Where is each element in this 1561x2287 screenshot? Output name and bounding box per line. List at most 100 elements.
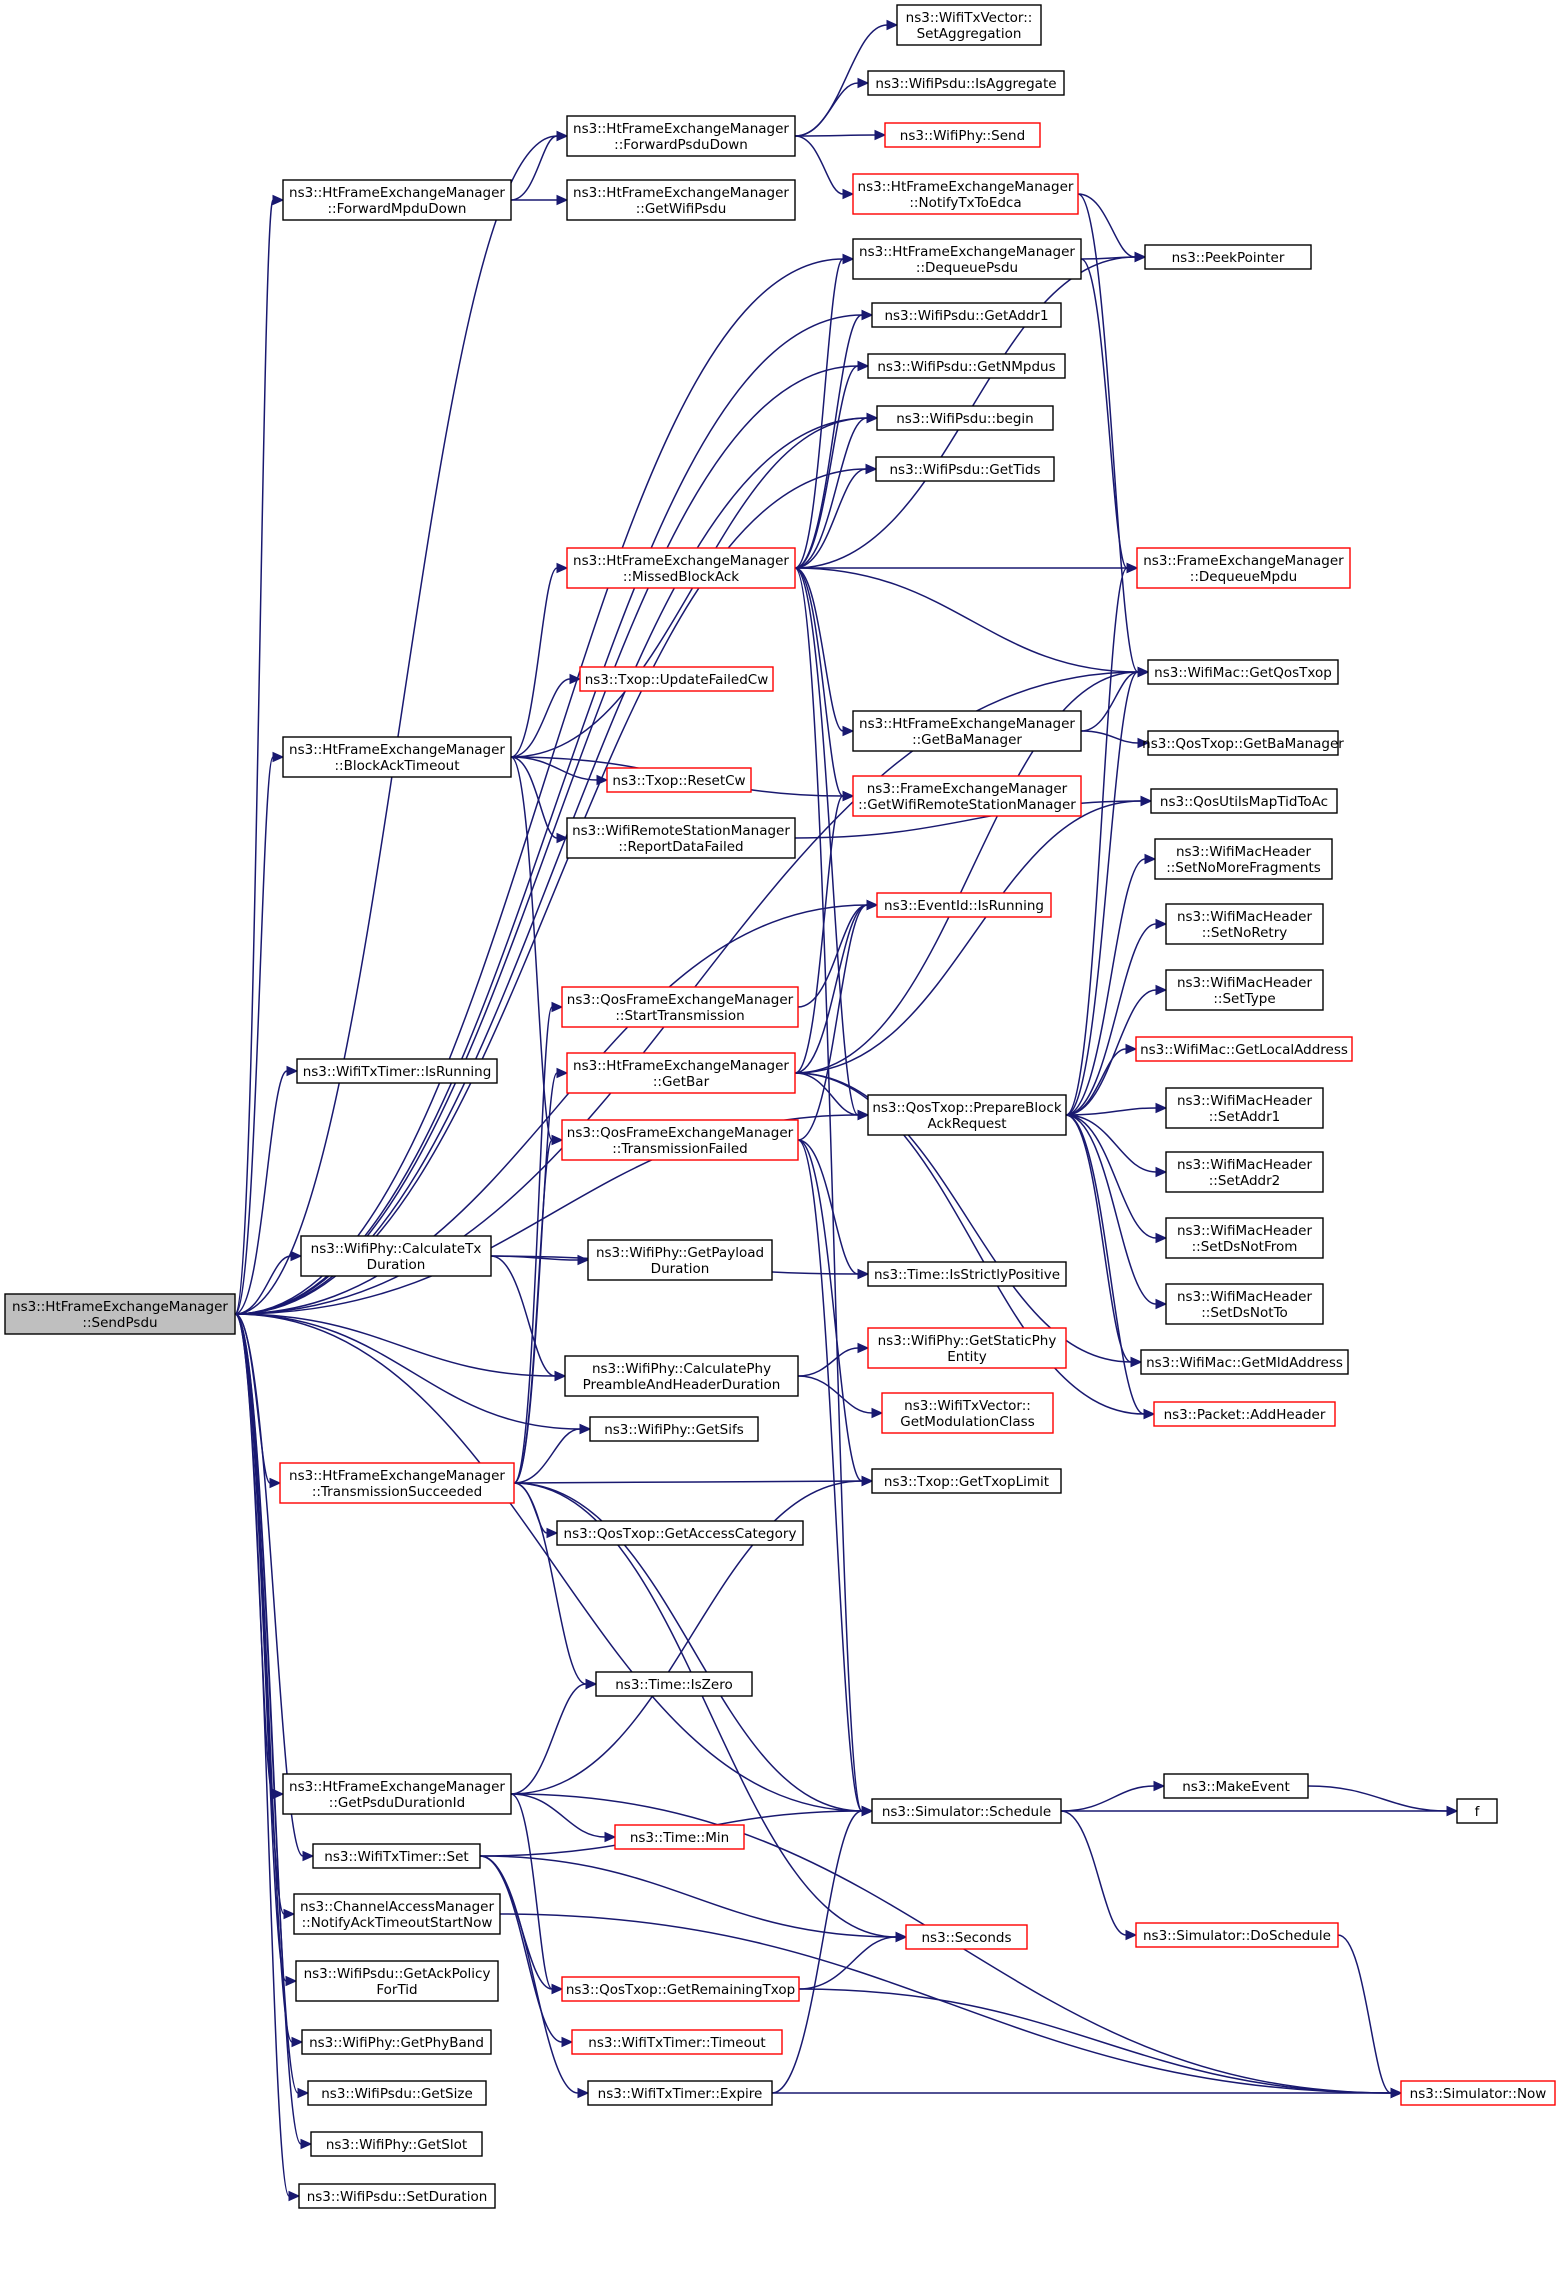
edge-blockacktimeout-to-txfailed	[510, 756, 553, 1141]
node-fwdmpdu[interactable]: ns3::HtFrameExchangeManager::ForwardMpdu…	[282, 179, 512, 221]
node-getlocaladdr[interactable]: ns3::WifiMac::GetLocalAddress	[1135, 1036, 1353, 1062]
node-getwrsm[interactable]: ns3::FrameExchangeManager::GetWifiRemote…	[852, 775, 1082, 817]
node-strictlypos[interactable]: ns3::Time::IsStrictlyPositive	[867, 1261, 1067, 1287]
node-updatefailedcw[interactable]: ns3::Txop::UpdateFailedCw	[579, 666, 774, 692]
edge-txfailed-to-strictlypos	[797, 1139, 859, 1275]
node-getsize[interactable]: ns3::WifiPsdu::GetSize	[307, 2080, 487, 2106]
node-timeout[interactable]: ns3::WifiTxTimer::Timeout	[571, 2029, 783, 2055]
node-reportdatafailed[interactable]: ns3::WifiRemoteStationManager::ReportDat…	[566, 817, 796, 859]
edge-calcpreamble-to-getmodclass	[797, 1375, 873, 1414]
node-isagg[interactable]: ns3::WifiPsdu::IsAggregate	[867, 70, 1065, 96]
node-gettids[interactable]: ns3::WifiPsdu::GetTids	[875, 456, 1055, 482]
edge-getremtxop-to-seconds	[798, 1936, 897, 1990]
node-label: ns3::PeekPointer	[1172, 250, 1285, 266]
node-box	[312, 1843, 481, 1869]
node-label: Entity	[947, 1349, 986, 1365]
node-settype[interactable]: ns3::WifiMacHeader::SetType	[1165, 969, 1324, 1011]
node-eventisrunning[interactable]: ns3::EventId::IsRunning	[876, 892, 1052, 918]
node-getbar[interactable]: ns3::HtFrameExchangeManager::GetBar	[566, 1052, 796, 1094]
arrowhead-preparebar-to-setaddr1	[1155, 1102, 1168, 1114]
node-timerisrunning[interactable]: ns3::WifiTxTimer::IsRunning	[296, 1058, 498, 1084]
node-iszero[interactable]: ns3::Time::IsZero	[595, 1671, 753, 1697]
arrowhead-blockacktimeout-to-resetcw	[596, 774, 609, 786]
node-simnow[interactable]: ns3::Simulator::Now	[1400, 2080, 1556, 2106]
node-physend[interactable]: ns3::WifiPhy::Send	[884, 122, 1041, 148]
node-blockacktimeout[interactable]: ns3::HtFrameExchangeManager::BlockAckTim…	[282, 736, 512, 778]
node-begin[interactable]: ns3::WifiPsdu::begin	[876, 405, 1054, 431]
node-setnoretry[interactable]: ns3::WifiMacHeader::SetNoRetry	[1165, 903, 1324, 945]
node-getphyband[interactable]: ns3::WifiPhy::GetPhyBand	[301, 2029, 492, 2055]
node-gettxoplimit[interactable]: ns3::Txop::GetTxopLimit	[871, 1468, 1062, 1494]
arrowhead-calctxdur-to-getpayloaddur	[577, 1254, 590, 1266]
node-expire[interactable]: ns3::WifiTxTimer::Expire	[587, 2080, 773, 2106]
arrowhead-preparebar-to-getmldaddr	[1130, 1356, 1143, 1368]
node-f[interactable]: f	[1456, 1798, 1498, 1824]
node-missedback[interactable]: ns3::HtFrameExchangeManager::MissedBlock…	[566, 547, 796, 589]
node-getnmpdus[interactable]: ns3::WifiPsdu::GetNMpdus	[867, 353, 1066, 379]
node-setaddr2[interactable]: ns3::WifiMacHeader::SetAddr2	[1165, 1151, 1324, 1193]
node-box	[1165, 903, 1324, 945]
node-qosstarttx[interactable]: ns3::QosFrameExchangeManager::StartTrans…	[561, 986, 799, 1028]
edge-txsucceeded-to-qosstarttx	[513, 1006, 553, 1484]
node-getremtxop[interactable]: ns3::QosTxop::GetRemainingTxop	[561, 1976, 800, 2002]
node-getwifipsdu[interactable]: ns3::HtFrameExchangeManager::GetWifiPsdu	[566, 179, 796, 221]
node-label: ns3::WifiMac::GetLocalAddress	[1140, 1042, 1348, 1058]
node-setdsnotfrom[interactable]: ns3::WifiMacHeader::SetDsNotFrom	[1165, 1217, 1324, 1259]
node-getslot[interactable]: ns3::WifiPhy::GetSlot	[310, 2131, 483, 2157]
node-box	[884, 122, 1041, 148]
node-resetcw[interactable]: ns3::Txop::ResetCw	[606, 767, 752, 793]
node-peekptr[interactable]: ns3::PeekPointer	[1144, 244, 1312, 270]
node-addheader[interactable]: ns3::Packet::AddHeader	[1153, 1401, 1336, 1427]
node-box	[1135, 1922, 1339, 1948]
node-getmldaddr[interactable]: ns3::WifiMac::GetMldAddress	[1140, 1349, 1349, 1375]
node-setagg[interactable]: ns3::WifiTxVector::SetAggregation	[896, 4, 1042, 46]
node-getaccesscat[interactable]: ns3::QosTxop::GetAccessCategory	[556, 1520, 804, 1546]
node-qosmaptid[interactable]: ns3::QosUtilsMapTidToAc	[1150, 788, 1338, 814]
node-label: ns3::WifiMacHeader	[1177, 1289, 1313, 1305]
node-label: ns3::HtFrameExchangeManager	[289, 185, 505, 201]
arrowhead-preparebar-to-setaddr2	[1155, 1166, 1168, 1178]
node-txsucceeded[interactable]: ns3::HtFrameExchangeManager::Transmissio…	[279, 1462, 515, 1504]
node-calcpreamble[interactable]: ns3::WifiPhy::CalculatePhyPreambleAndHea…	[564, 1355, 799, 1397]
node-sendpsdu[interactable]: ns3::HtFrameExchangeManager::SendPsdu	[4, 1293, 236, 1335]
edge-missedback-to-getwrsm	[794, 567, 844, 797]
node-getqostxop[interactable]: ns3::WifiMac::GetQosTxop	[1147, 659, 1339, 685]
node-fwdpsdu[interactable]: ns3::HtFrameExchangeManager::ForwardPsdu…	[566, 115, 796, 157]
node-setnomorefrag[interactable]: ns3::WifiMacHeader::SetNoMoreFragments	[1154, 838, 1333, 880]
node-makeevent[interactable]: ns3::MakeEvent	[1163, 1773, 1309, 1799]
arrowhead-calcpreamble-to-getstaticphy	[857, 1342, 870, 1354]
node-dequeuempdu[interactable]: ns3::FrameExchangeManager::DequeueMpdu	[1136, 547, 1351, 589]
node-timerset[interactable]: ns3::WifiTxTimer::Set	[312, 1843, 481, 1869]
node-schedule[interactable]: ns3::Simulator::Schedule	[871, 1798, 1062, 1824]
node-getbamanager[interactable]: ns3::HtFrameExchangeManager::GetBaManage…	[852, 710, 1082, 752]
node-dequeuepsdu[interactable]: ns3::HtFrameExchangeManager::DequeuePsdu	[852, 238, 1082, 280]
arrowhead-blockacktimeout-to-begin	[866, 412, 879, 424]
node-doschedule[interactable]: ns3::Simulator::DoSchedule	[1135, 1922, 1339, 1948]
node-qosgetbamgr[interactable]: ns3::QosTxop::GetBaManager	[1142, 730, 1344, 756]
node-seconds[interactable]: ns3::Seconds	[905, 1924, 1028, 1950]
node-notifyacktimeout[interactable]: ns3::ChannelAccessManager::NotifyAckTime…	[293, 1893, 501, 1935]
edge-fwdpsdu-to-notifyedca	[794, 135, 844, 195]
edge-sendpsdu-to-timerset	[234, 1313, 304, 1857]
node-notifyedca[interactable]: ns3::HtFrameExchangeManager::NotifyTxToE…	[852, 173, 1079, 215]
node-timemin[interactable]: ns3::Time::Min	[614, 1824, 745, 1850]
node-getsifs[interactable]: ns3::WifiPhy::GetSifs	[589, 1416, 759, 1442]
node-box	[867, 353, 1066, 379]
node-setdsnotto[interactable]: ns3::WifiMacHeader::SetDsNotTo	[1165, 1283, 1324, 1325]
node-getaddr1[interactable]: ns3::WifiPsdu::GetAddr1	[871, 302, 1062, 328]
node-label: ns3::QosFrameExchangeManager	[567, 1125, 794, 1141]
node-setduration[interactable]: ns3::WifiPsdu::SetDuration	[298, 2183, 496, 2209]
node-box	[295, 1960, 499, 2002]
edge-missedback-to-begin	[794, 417, 868, 569]
node-box	[1150, 788, 1338, 814]
node-setaddr1[interactable]: ns3::WifiMacHeader::SetAddr1	[1165, 1087, 1324, 1129]
node-txfailed[interactable]: ns3::QosFrameExchangeManager::Transmissi…	[561, 1119, 799, 1161]
edge-getbar-to-getqostxop	[794, 671, 1139, 1074]
node-getmodclass[interactable]: ns3::WifiTxVector::GetModulationClass	[881, 1392, 1054, 1434]
node-getpsdudur[interactable]: ns3::HtFrameExchangeManager::GetPsduDura…	[282, 1773, 512, 1815]
